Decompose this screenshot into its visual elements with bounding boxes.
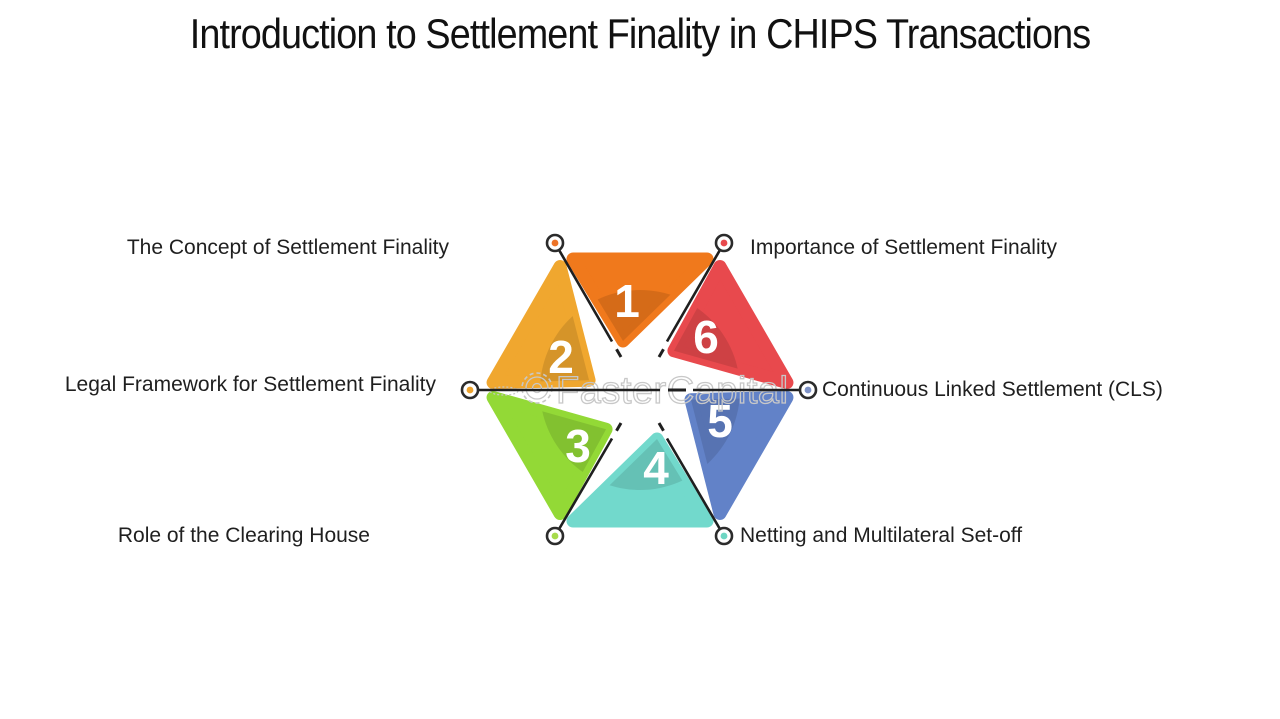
marker-dot-top-right xyxy=(720,239,728,247)
marker-dot-bottom-left xyxy=(551,532,559,540)
label-middle-left: Legal Framework for Settlement Finality xyxy=(64,373,436,396)
connector-top-right-dash xyxy=(657,348,665,358)
triangle-3 xyxy=(486,390,613,521)
triangle-6 xyxy=(667,259,794,390)
label-middle-right: Continuous Linked Settlement (CLS) xyxy=(822,378,1163,401)
label-bottom-left: Role of the Clearing House xyxy=(117,524,370,547)
connector-lines xyxy=(478,242,799,537)
connector-top-left-dash xyxy=(615,348,623,358)
number-2: 2 xyxy=(548,331,574,383)
label-top-left: The Concept of Settlement Finality xyxy=(126,236,449,259)
step-numbers: 1 6 5 4 3 2 xyxy=(548,275,733,494)
number-3: 3 xyxy=(565,420,591,472)
triangle-5 xyxy=(684,390,794,521)
number-5: 5 xyxy=(707,395,733,447)
triangle-ring xyxy=(486,252,794,528)
number-4: 4 xyxy=(643,442,669,494)
marker-dot-middle-left xyxy=(466,386,474,394)
connector-bottom-right xyxy=(665,437,726,537)
triangle-1 xyxy=(566,252,714,348)
triangle-4 xyxy=(566,432,714,528)
connector-top-right xyxy=(665,242,726,343)
connector-bottom-left xyxy=(553,437,614,537)
number-6: 6 xyxy=(693,311,719,363)
connector-bottom-left-dash xyxy=(615,422,623,432)
connector-markers xyxy=(460,233,818,546)
watermark-gear-icon xyxy=(531,382,543,394)
marker-dot-middle-right xyxy=(804,386,812,394)
marker-dot-bottom-right xyxy=(720,532,728,540)
watermark-gear-icon xyxy=(521,372,553,404)
connector-bottom-right-dash xyxy=(657,422,665,432)
watermark-gear-icon xyxy=(525,376,549,400)
connector-top-left xyxy=(553,242,614,343)
number-1: 1 xyxy=(614,275,640,327)
page-title: Introduction to Settlement Finality in C… xyxy=(189,10,1091,57)
label-bottom-right: Netting and Multilateral Set-off xyxy=(740,524,1023,547)
triangle-2 xyxy=(486,259,596,390)
label-top-right: Importance of Settlement Finality xyxy=(750,236,1057,259)
marker-dot-top-left xyxy=(551,239,559,247)
